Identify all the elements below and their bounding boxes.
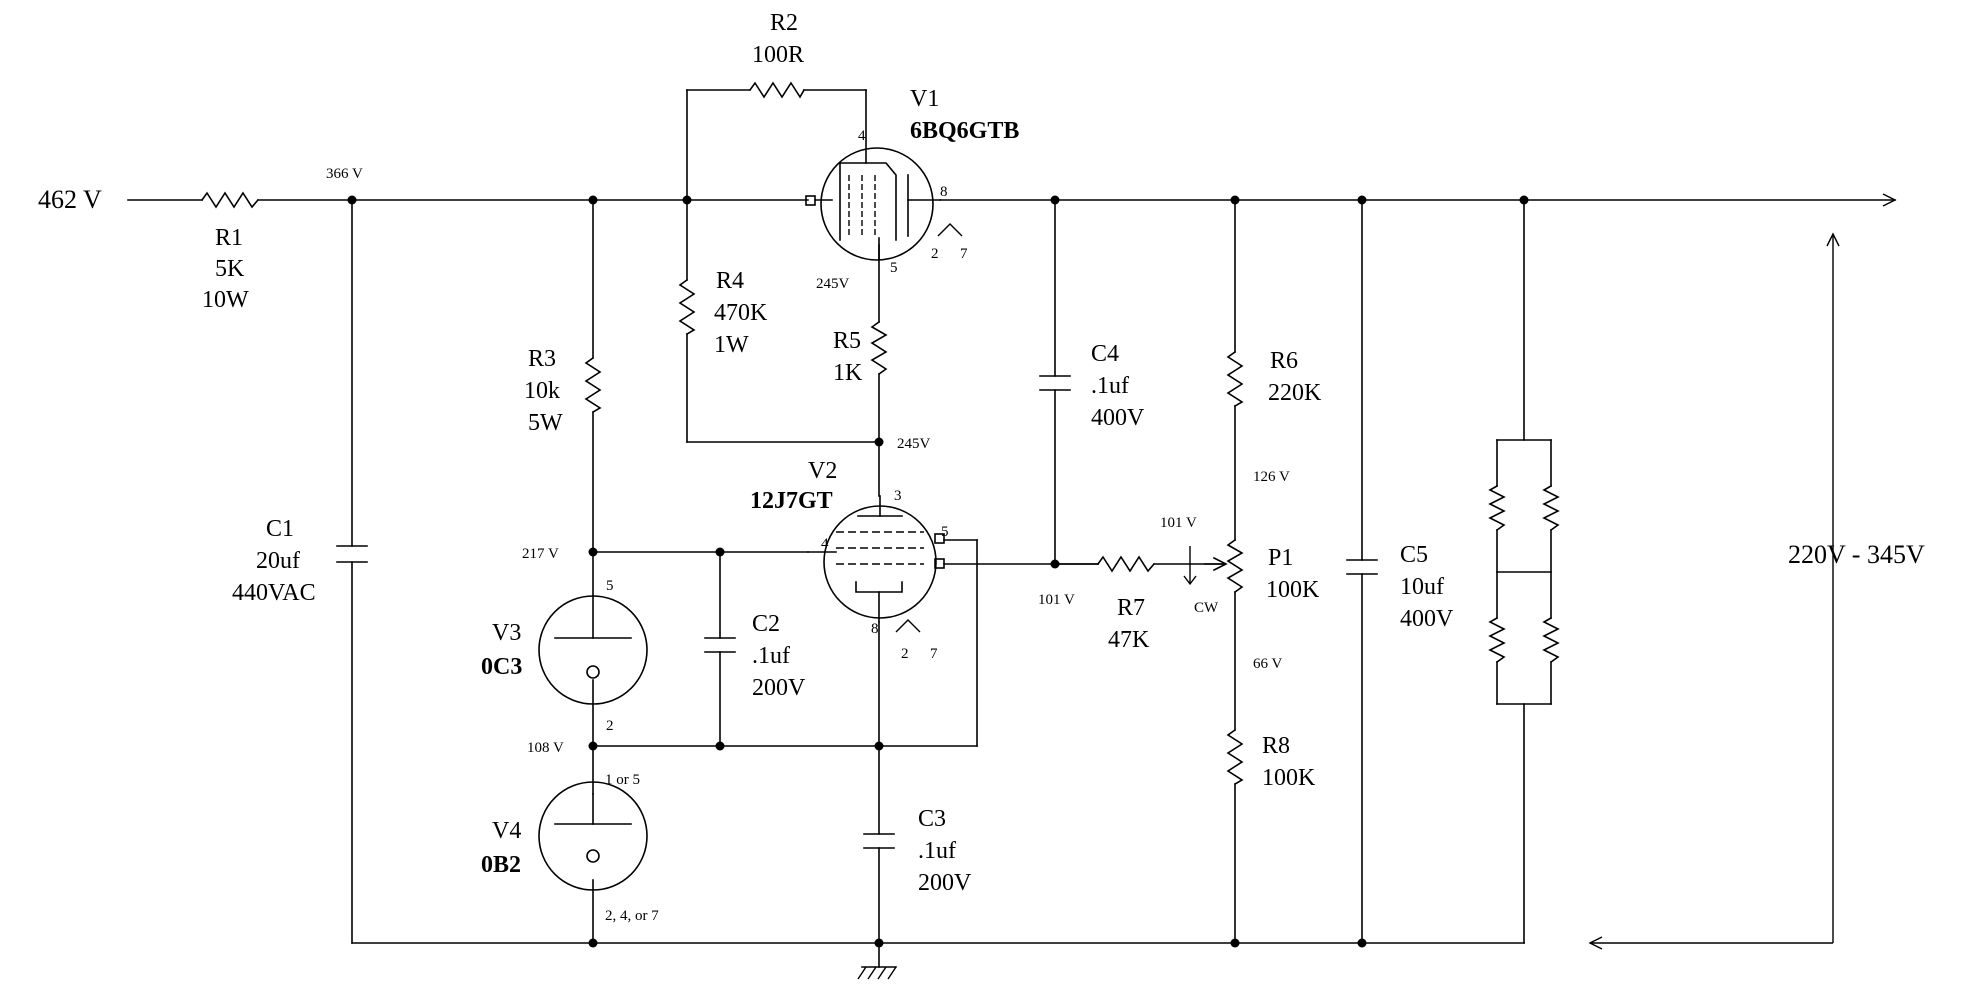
v1-type: 6BQ6GTB bbox=[910, 118, 1019, 144]
capacitor-c2 bbox=[704, 637, 736, 653]
resistor-r6 bbox=[1226, 350, 1244, 408]
r5-ref: R5 bbox=[833, 328, 861, 354]
wiring bbox=[127, 89, 1897, 950]
r3-rating: 5W bbox=[528, 410, 563, 436]
capacitor-c5 bbox=[1346, 559, 1378, 575]
p1-cw-label: CW bbox=[1194, 600, 1219, 616]
v3-ref: V3 bbox=[492, 620, 521, 646]
v4-ref: V4 bbox=[492, 818, 521, 844]
node-108v: 108 V bbox=[527, 740, 564, 756]
capacitor-c1 bbox=[336, 545, 368, 563]
r6-ref: R6 bbox=[1270, 348, 1298, 374]
r4-ref: R4 bbox=[716, 268, 744, 294]
v2-ref: V2 bbox=[808, 458, 837, 484]
v1-pin7: 7 bbox=[960, 246, 968, 262]
output-range-label: 220V - 345V bbox=[1788, 540, 1925, 569]
v2-pin3: 3 bbox=[894, 488, 902, 504]
c3-ref: C3 bbox=[918, 806, 946, 832]
input-voltage-label: 462 V bbox=[38, 185, 102, 214]
r1-value: 5K bbox=[215, 256, 245, 282]
tube-v3 bbox=[538, 595, 648, 705]
c2-value: .1uf bbox=[752, 643, 790, 669]
c5-value: 10uf bbox=[1400, 574, 1444, 600]
r3-value: 10k bbox=[524, 378, 560, 404]
c4-value: .1uf bbox=[1091, 373, 1129, 399]
v1-pin4: 4 bbox=[858, 128, 866, 144]
node-101v-wiper: 101 V bbox=[1160, 515, 1197, 531]
node-126v: 126 V bbox=[1253, 469, 1290, 485]
v4-pin-top: 1 or 5 bbox=[605, 772, 640, 788]
resistor-r5 bbox=[870, 320, 888, 376]
c4-ref: C4 bbox=[1091, 341, 1119, 367]
v2-pin5: 5 bbox=[941, 524, 949, 540]
node-245v-v1: 245V bbox=[816, 276, 850, 292]
v4-pin-bottom: 2, 4, or 7 bbox=[605, 908, 659, 924]
v2-pin2: 2 bbox=[901, 646, 909, 662]
capacitor-c4 bbox=[1039, 375, 1071, 391]
r8-value: 100K bbox=[1262, 765, 1316, 791]
v2-type: 12J7GT bbox=[750, 488, 833, 514]
c3-value: .1uf bbox=[918, 838, 956, 864]
v1-pin8: 8 bbox=[940, 184, 948, 200]
v3-type: 0C3 bbox=[481, 654, 522, 680]
v4-type: 0B2 bbox=[481, 852, 521, 878]
node-217v: 217 V bbox=[522, 546, 559, 562]
v2-pin7: 7 bbox=[930, 646, 938, 662]
tube-v2 bbox=[807, 495, 945, 633]
r4-rating: 1W bbox=[714, 332, 749, 358]
ground-symbol bbox=[857, 942, 897, 980]
tube-v4 bbox=[538, 781, 648, 891]
r1-rating: 10W bbox=[202, 287, 249, 313]
v1-ref: V1 bbox=[910, 86, 939, 112]
node-101v: 101 V bbox=[1038, 592, 1075, 608]
p1-ref: P1 bbox=[1268, 545, 1293, 571]
resistor-r3 bbox=[584, 356, 602, 414]
load-resistors bbox=[1488, 484, 1560, 664]
c1-ref: C1 bbox=[266, 516, 294, 542]
resistor-r8 bbox=[1226, 728, 1244, 786]
r7-ref: R7 bbox=[1117, 595, 1145, 621]
p1-value: 100K bbox=[1266, 577, 1320, 603]
node-66v: 66 V bbox=[1253, 656, 1282, 672]
tube-v1 bbox=[805, 147, 963, 261]
c2-rating: 200V bbox=[752, 675, 806, 701]
v2-pin4: 4 bbox=[821, 536, 829, 552]
v3-pin2: 2 bbox=[606, 718, 614, 734]
r6-value: 220K bbox=[1268, 380, 1322, 406]
c1-value: 20uf bbox=[256, 548, 300, 574]
c5-ref: C5 bbox=[1400, 542, 1428, 568]
r4-value: 470K bbox=[714, 300, 768, 326]
resistor-r7 bbox=[1096, 555, 1156, 573]
v3-pin5: 5 bbox=[606, 578, 614, 594]
node-366v: 366 V bbox=[326, 166, 363, 182]
resistor-r1 bbox=[200, 191, 260, 209]
r5-value: 1K bbox=[833, 360, 863, 386]
c4-rating: 400V bbox=[1091, 405, 1145, 431]
r8-ref: R8 bbox=[1262, 733, 1290, 759]
output-arrow-up bbox=[1826, 232, 1840, 247]
output-arrow-top bbox=[1882, 193, 1897, 207]
r2-value: 100R bbox=[752, 42, 804, 68]
junction-dots bbox=[347, 195, 1529, 948]
output-arrow-left bbox=[1588, 936, 1603, 950]
resistor-r2 bbox=[748, 81, 806, 99]
v1-pin2: 2 bbox=[931, 246, 939, 262]
c1-rating: 440VAC bbox=[232, 580, 316, 606]
resistor-r4 bbox=[678, 278, 696, 336]
c2-ref: C2 bbox=[752, 611, 780, 637]
r7-value: 47K bbox=[1108, 627, 1150, 653]
capacitor-c3 bbox=[863, 833, 895, 849]
v2-pin8: 8 bbox=[871, 621, 879, 637]
r2-ref: R2 bbox=[770, 10, 798, 36]
potentiometer-p1 bbox=[1183, 538, 1244, 594]
node-245v: 245V bbox=[897, 436, 931, 452]
r1-ref: R1 bbox=[215, 225, 243, 251]
c5-rating: 400V bbox=[1400, 606, 1454, 632]
v1-pin5: 5 bbox=[890, 260, 898, 276]
c3-rating: 200V bbox=[918, 870, 972, 896]
r3-ref: R3 bbox=[528, 346, 556, 372]
